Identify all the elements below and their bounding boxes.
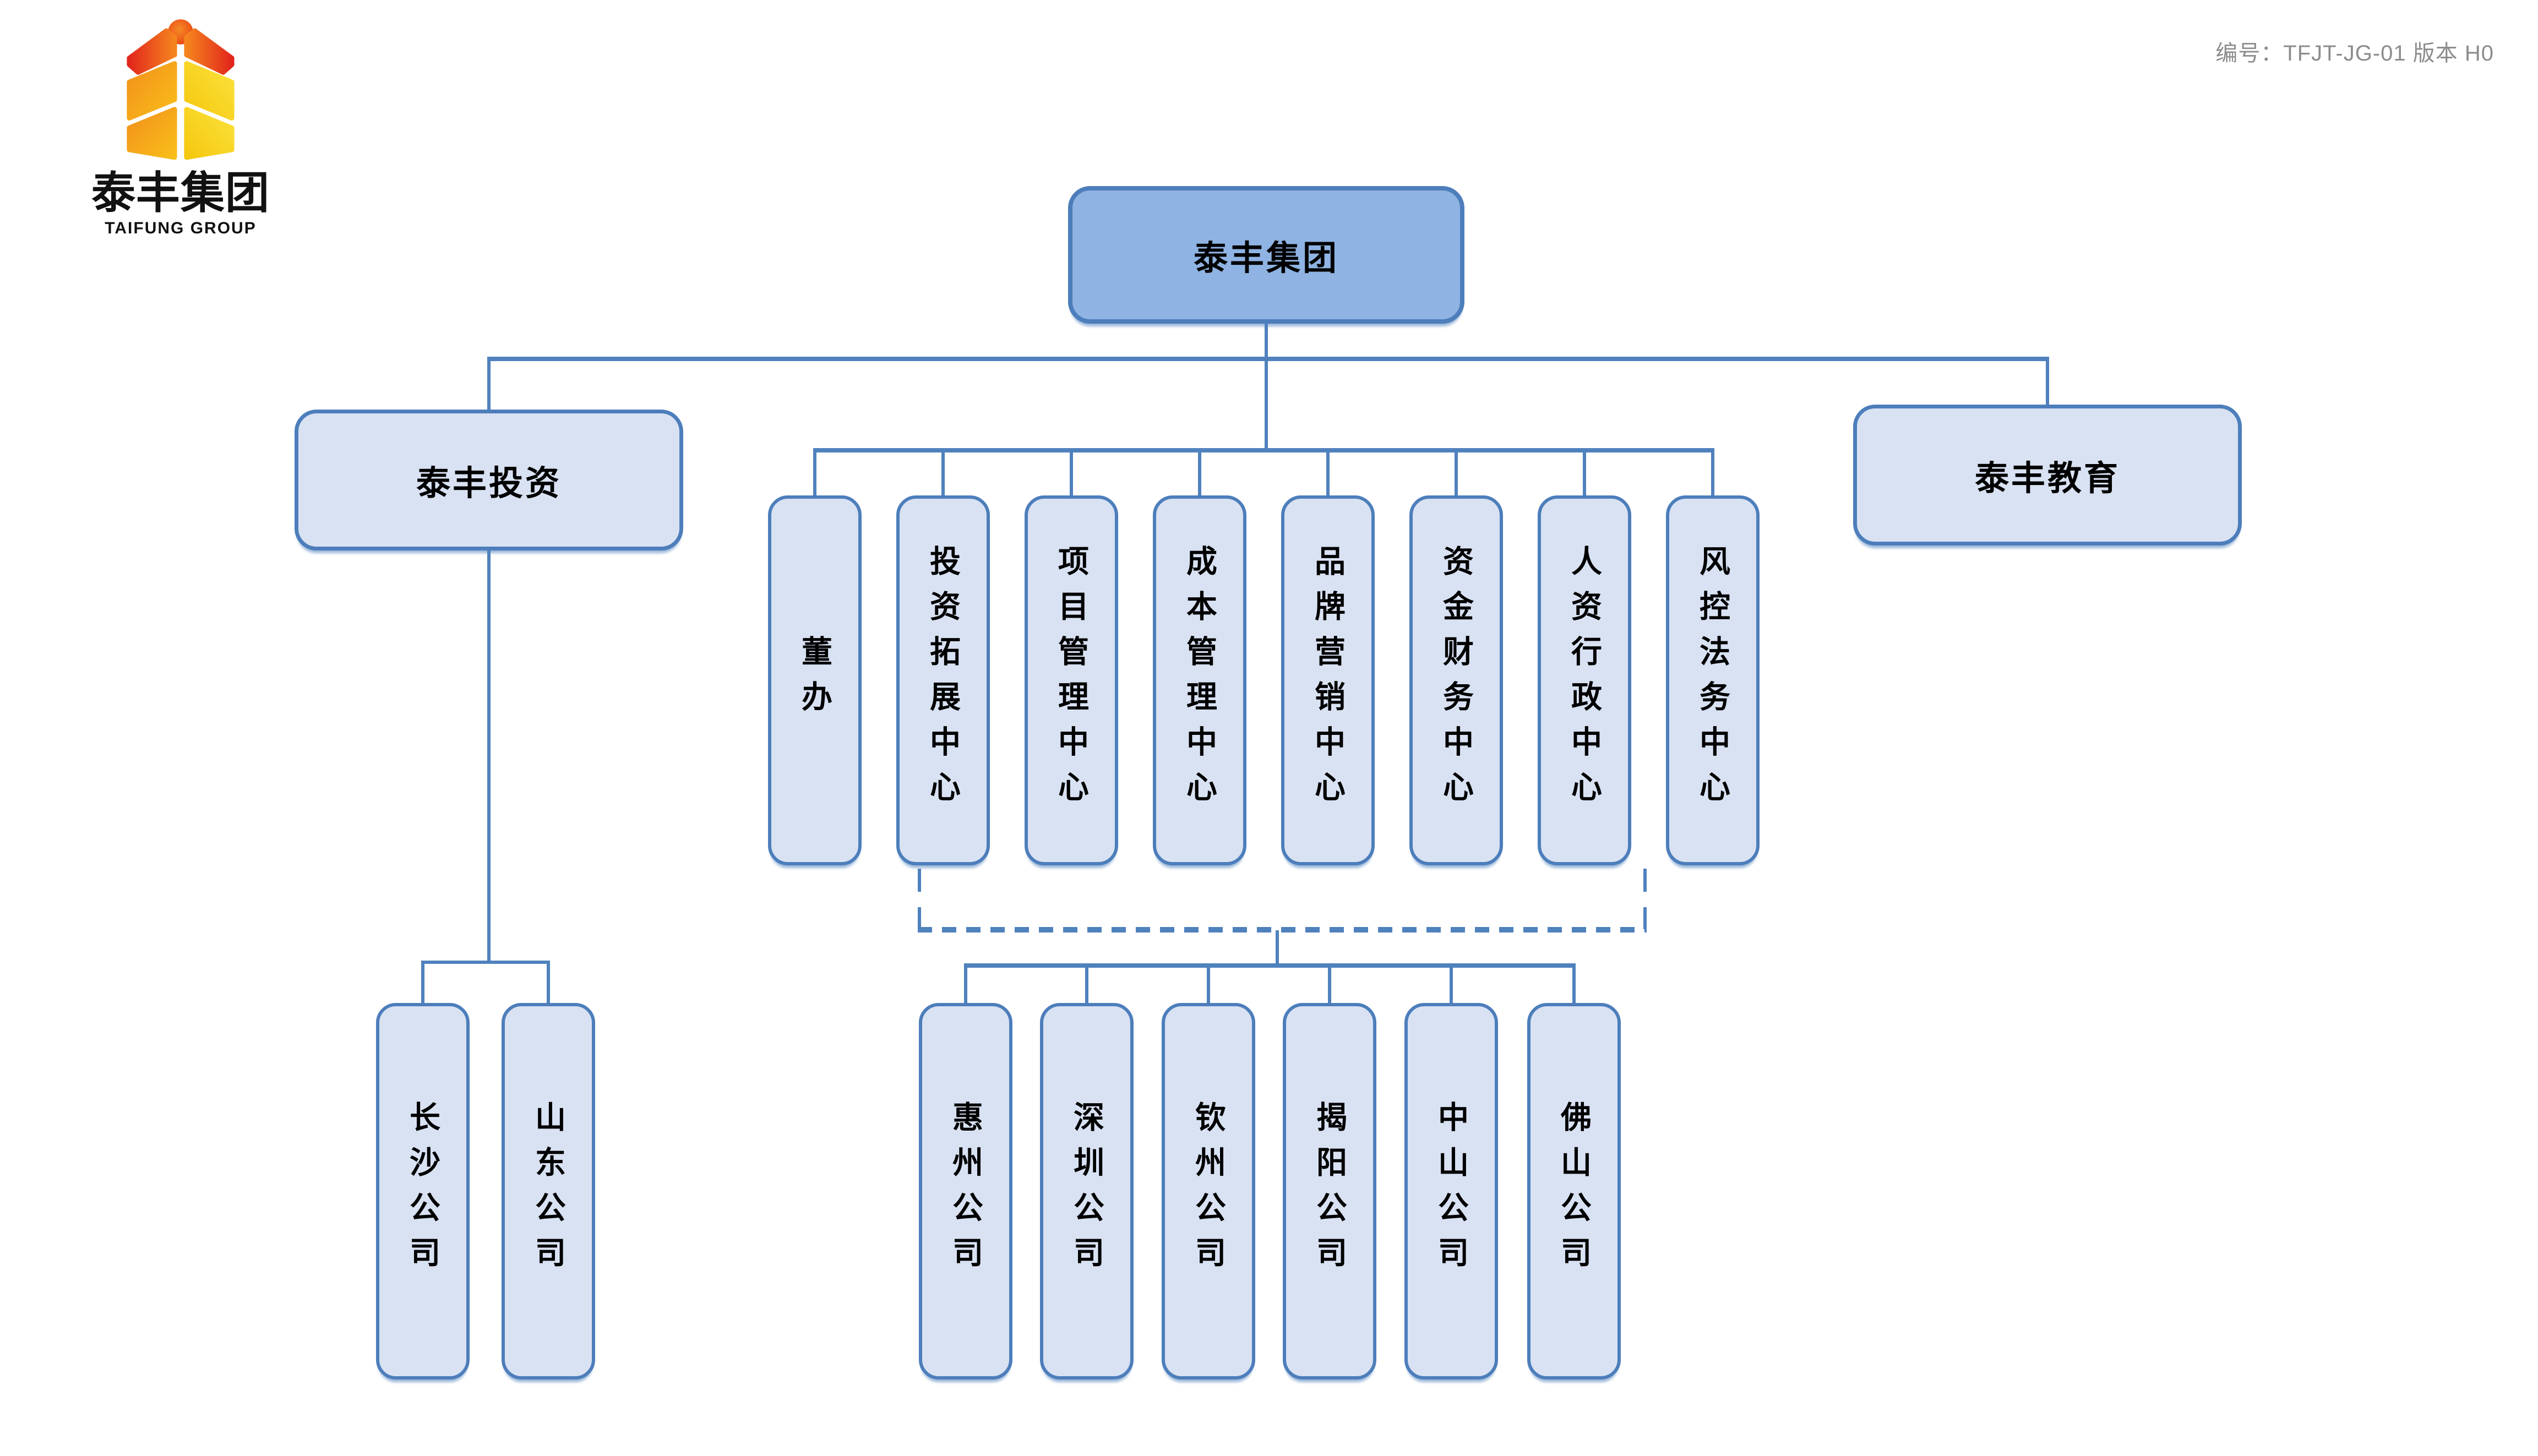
logo-company-name-en: TAIFUNG GROUP bbox=[105, 219, 257, 237]
connector-drop-left-subsidiary bbox=[487, 357, 491, 412]
connector-investment-stub bbox=[547, 961, 550, 1005]
connector-dashed-horizontal bbox=[918, 927, 1647, 933]
connector-project-stub bbox=[1328, 966, 1331, 1004]
org-node-dept-project-management: 项目管理中心 bbox=[1025, 495, 1118, 865]
connector-root-riser bbox=[1265, 322, 1268, 452]
connector-dept-stub bbox=[941, 450, 945, 498]
org-node-dept-investment-expansion: 投资拓展中心 bbox=[896, 495, 990, 865]
connector-drop-right-subsidiary bbox=[2046, 357, 2049, 407]
org-node-dept-hr-admin: 人资行政中心 bbox=[1538, 495, 1631, 865]
org-node-company-shandong: 山东公司 bbox=[502, 1003, 595, 1379]
org-node-dept-risk-legal: 风控法务中心 bbox=[1666, 495, 1760, 865]
org-node-dept-brand-marketing: 品牌营销中心 bbox=[1281, 495, 1375, 865]
connector-dashed-right bbox=[1643, 869, 1647, 929]
connector-dept-stub bbox=[1711, 450, 1714, 498]
org-node-dept-board-office: 董办 bbox=[768, 495, 862, 865]
org-node-root: 泰丰集团 bbox=[1068, 186, 1464, 324]
org-node-dept-finance: 资金财务中心 bbox=[1409, 495, 1503, 865]
connector-investment-riser bbox=[487, 548, 491, 964]
org-node-company-qinzhou: 钦州公司 bbox=[1162, 1003, 1255, 1379]
connector-level1-horizontal bbox=[487, 357, 2049, 361]
org-node-company-jieyang: 揭阳公司 bbox=[1283, 1003, 1376, 1379]
org-node-taifung-investment: 泰丰投资 bbox=[295, 410, 683, 550]
org-node-dept-cost-management: 成本管理中心 bbox=[1153, 495, 1246, 865]
connector-dept-stub bbox=[1326, 450, 1330, 498]
org-node-company-huizhou: 惠州公司 bbox=[919, 1003, 1012, 1379]
connector-dept-stub bbox=[1455, 450, 1458, 498]
connector-investment-stub bbox=[421, 961, 424, 1005]
org-node-taifung-education: 泰丰教育 bbox=[1853, 405, 2242, 546]
org-node-company-zhongshan: 中山公司 bbox=[1404, 1003, 1498, 1379]
connector-dept-stub bbox=[1583, 450, 1586, 498]
connector-project-stub bbox=[1085, 966, 1088, 1004]
wheat-logo-icon bbox=[127, 19, 235, 160]
logo-company-name-cn: 泰丰集团 bbox=[91, 168, 270, 217]
connector-project-stub bbox=[964, 966, 967, 1004]
connector-dashed-left bbox=[918, 869, 921, 929]
connector-dept-stub bbox=[1070, 450, 1073, 498]
connector-dept-stub bbox=[1198, 450, 1201, 498]
connector-departments-horizontal bbox=[813, 448, 1714, 452]
connector-dept-stub bbox=[813, 450, 816, 498]
company-logo: 泰丰集团 TAIFUNG GROUP bbox=[89, 11, 272, 238]
connector-project-stub bbox=[1572, 966, 1576, 1004]
connector-projects-riser bbox=[1276, 930, 1279, 967]
connector-project-stub bbox=[1207, 966, 1210, 1004]
org-node-company-changsha: 长沙公司 bbox=[376, 1003, 470, 1379]
connector-investment-horizontal bbox=[421, 961, 550, 964]
org-node-company-foshan: 佛山公司 bbox=[1527, 1003, 1621, 1379]
org-node-company-shenzhen: 深圳公司 bbox=[1040, 1003, 1134, 1379]
document-code-label: 编号：TFJT-JG-01 版本 H0 bbox=[2215, 41, 2494, 66]
connector-project-stub bbox=[1450, 966, 1453, 1004]
connector-projects-horizontal bbox=[964, 963, 1576, 968]
